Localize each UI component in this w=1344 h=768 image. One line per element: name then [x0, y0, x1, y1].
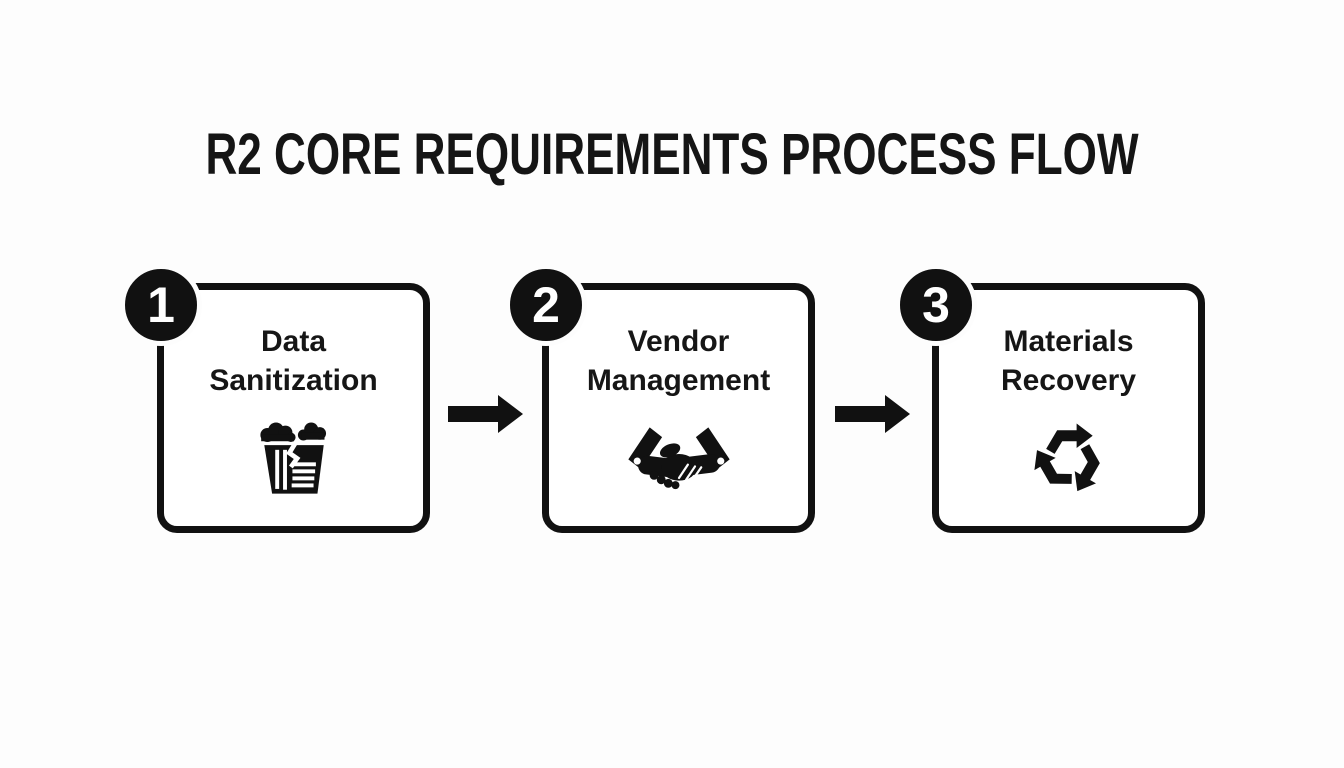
shredded-document-icon	[251, 416, 337, 504]
step-box-materials-recovery: 3 Materials Recovery	[895, 264, 1205, 533]
handshake-icon	[620, 422, 738, 502]
recycling-icon	[1025, 414, 1113, 504]
step-box-data-sanitization: 1 Data Sanitization	[120, 264, 430, 533]
step-number-badge: 3	[895, 264, 977, 346]
step-label-line1: Data	[260, 325, 327, 358]
step-label-line2: Recovery	[1000, 364, 1137, 397]
step-number: 1	[147, 277, 175, 333]
step-label-line1: Materials	[1003, 325, 1134, 358]
step-number: 3	[922, 277, 950, 333]
flow-arrow-icon	[835, 394, 911, 434]
step-number: 2	[532, 277, 560, 333]
step-number-badge: 1	[120, 264, 202, 346]
step-label: Materials Recovery	[1001, 322, 1136, 400]
step-label: Vendor Management	[587, 322, 770, 400]
flow-arrow-icon	[448, 394, 524, 434]
diagram-title: R2 CORE REQUIREMENTS PROCESS FLOW	[205, 122, 1139, 187]
step-label: Data Sanitization	[209, 322, 377, 400]
step-label-line2: Sanitization	[209, 364, 378, 397]
step-label-line2: Management	[586, 364, 771, 397]
step-label-line1: Vendor	[627, 325, 730, 358]
step-number-badge: 2	[505, 264, 587, 346]
step-box-vendor-management: 2 Vendor Management	[505, 264, 815, 533]
